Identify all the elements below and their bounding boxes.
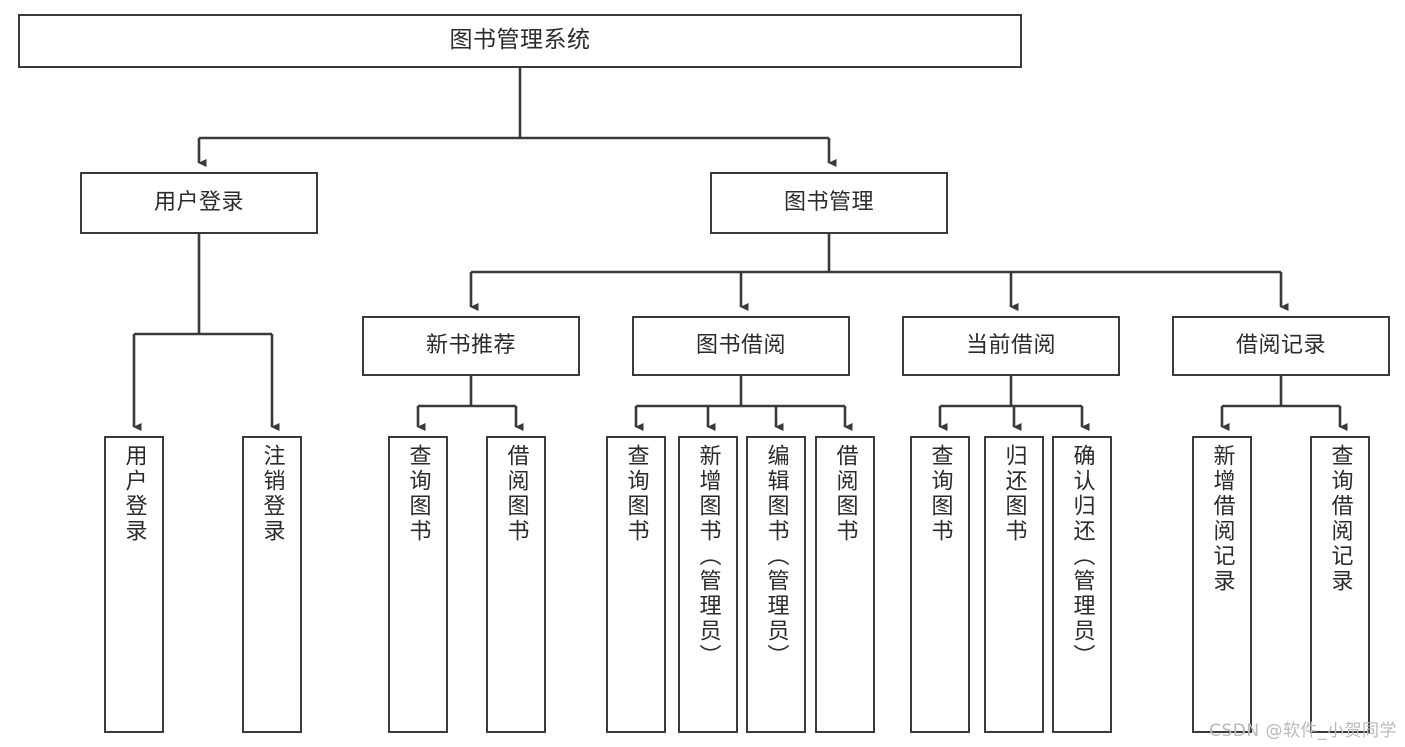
- node-book-management-module[interactable]: 图书管理: [710, 172, 948, 234]
- node-label: 用户登录: [153, 190, 244, 216]
- node-label: 新增图书（管理员）: [695, 444, 721, 669]
- node-label: 新书推荐: [425, 333, 516, 359]
- leaf-record-query[interactable]: 查询借阅记录: [1310, 436, 1370, 733]
- leaf-user-login[interactable]: 用户登录: [104, 436, 164, 733]
- leaf-current-query-book[interactable]: 查询图书: [910, 436, 970, 733]
- leaf-current-return-book[interactable]: 归还图书: [984, 436, 1044, 733]
- node-label: 图书管理: [783, 190, 874, 216]
- node-label: 用户登录: [121, 444, 147, 544]
- node-current-borrow[interactable]: 当前借阅: [902, 316, 1120, 376]
- leaf-borrow-edit-book-admin[interactable]: 编辑图书（管理员）: [746, 436, 806, 733]
- node-new-book-recommend[interactable]: 新书推荐: [362, 316, 580, 376]
- leaf-user-logout[interactable]: 注销登录: [242, 436, 302, 733]
- node-label: 当前借阅: [965, 333, 1056, 359]
- leaf-borrow-add-book-admin[interactable]: 新增图书（管理员）: [678, 436, 738, 733]
- leaf-new-query-book[interactable]: 查询图书: [388, 436, 448, 733]
- node-label: 查询图书: [927, 444, 953, 544]
- node-label: 借阅记录: [1235, 333, 1326, 359]
- node-label: 借阅图书: [832, 444, 858, 544]
- node-label: 归还图书: [1001, 444, 1027, 544]
- node-label: 查询借阅记录: [1327, 444, 1353, 594]
- node-label: 查询图书: [623, 444, 649, 544]
- leaf-borrow-borrow-book[interactable]: 借阅图书: [815, 436, 875, 733]
- node-label: 借阅图书: [503, 444, 529, 544]
- node-label: 图书管理系统: [449, 27, 591, 54]
- leaf-current-confirm-return-admin[interactable]: 确认归还（管理员）: [1052, 436, 1112, 733]
- node-borrow-record[interactable]: 借阅记录: [1172, 316, 1390, 376]
- node-label: 查询图书: [405, 444, 431, 544]
- node-label: 新增借阅记录: [1209, 444, 1235, 594]
- node-label: 图书借阅: [695, 333, 786, 359]
- node-label: 确认归还（管理员）: [1069, 444, 1095, 669]
- node-book-borrow[interactable]: 图书借阅: [632, 316, 850, 376]
- leaf-record-add[interactable]: 新增借阅记录: [1192, 436, 1252, 733]
- node-user-login-module[interactable]: 用户登录: [80, 172, 318, 234]
- node-label: 注销登录: [259, 444, 285, 544]
- leaf-new-borrow-book[interactable]: 借阅图书: [486, 436, 546, 733]
- node-label: 编辑图书（管理员）: [763, 444, 789, 669]
- leaf-borrow-query-book[interactable]: 查询图书: [606, 436, 666, 733]
- watermark: CSDN @软件_小贺同学: [1209, 721, 1397, 741]
- node-root-system[interactable]: 图书管理系统: [18, 14, 1022, 68]
